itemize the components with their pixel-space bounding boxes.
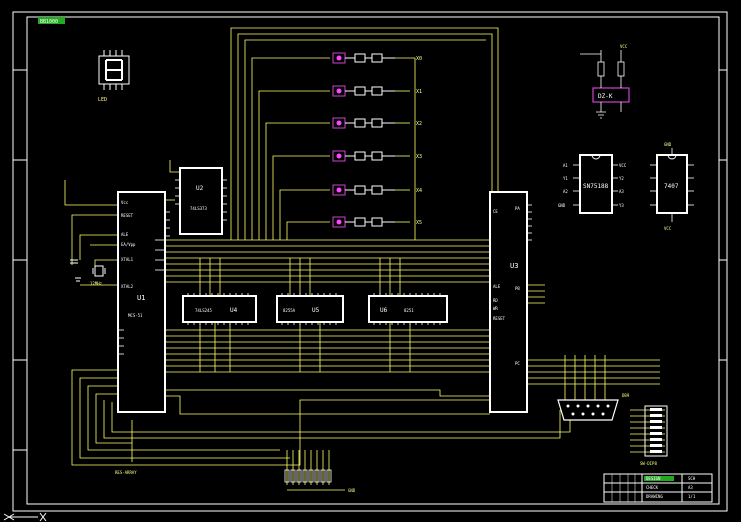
chip-u2: U2 74LS373 [175,167,227,235]
u2-part: 74LS373 [190,206,207,211]
led-row [332,216,395,228]
sn75-pin: Y3 [619,203,624,208]
relay-label: DZ-K [598,93,613,100]
sheet-tag: BB1000 [40,19,58,25]
sn75-pin: Y1 [563,176,568,181]
led-label: X5 [416,220,422,226]
u6-part: 8251 [404,308,414,313]
u6-name: U6 [380,307,388,314]
chip-u5: U5 8255A [276,293,344,325]
led-driver-bank: X0 X1 X2 X3 X4 X5 [332,52,422,228]
ic7407-name: 7407 [664,183,679,190]
chip-u4: U4 74LS245 [182,293,257,325]
u3-pin-label: RESET [493,316,506,321]
title-block: DESIGN CHECK DRAWING SCH A3 1/1 [603,473,713,503]
u4-name: U4 [230,307,238,314]
resistor-array: RES-ARRAY GND [115,469,356,493]
led-row [332,184,395,196]
ucs-icon [3,512,47,522]
ic7407-top: GND [664,142,672,147]
u3-pin-label: PA [515,206,520,211]
title-row: DESIGN [646,476,661,481]
seven-segment-display: LED [98,50,130,103]
frame-ticks [13,69,727,451]
led-label: X3 [416,154,422,160]
chip-u1: U1 MCS-51 Vcc RESET ALE EA/Vpp XTAL1 XTA… [117,191,170,413]
seven-seg-label: LED [98,97,107,103]
sn75-pin: A1 [563,163,568,168]
u3-pin-label: ALE [493,284,501,289]
sn75-pin: GND [558,203,566,208]
u2-name: U2 [196,185,204,192]
title-cell: 1/1 [688,494,696,499]
u3-name: U3 [510,262,518,270]
chip-u3: U3 CE PA PB PC ALE RD WR RESET [489,191,532,413]
chip-sn75188: SN75188 A1 Y1 A2 GND VCC Y2 A3 Y3 [558,154,627,214]
u1-pin-label: XTAL2 [121,284,134,289]
sn75-pin: A3 [619,189,624,194]
led-label: X2 [416,121,422,127]
res-array-label: RES-ARRAY [115,470,137,475]
led-row [332,150,395,162]
u1-pin-label: XTAL1 [121,257,134,262]
connector-label: DB9 [622,393,630,398]
u1-part: MCS-51 [128,313,143,318]
u3-pin-label: WR [493,306,498,311]
crystal-oscillator: 12MHz [70,259,106,286]
sn75-pin: Y2 [619,176,624,181]
u1-name: U1 [137,294,145,302]
u3-pin-label: RD [493,298,498,303]
dip-switch: SW-DIP8 [640,405,668,466]
chip-7407: 7407 GND VCC [650,142,694,231]
wire-network [64,27,665,491]
chip-u6: U6 8251 [368,293,448,325]
u5-part: 8255A [283,308,296,313]
u1-pin-label: ALE [121,232,129,237]
u3-pin-label: PC [515,361,520,366]
title-row: DRAWING [646,494,663,499]
vcc-label: VCC [620,44,628,49]
led-row [332,85,395,97]
title-row: CHECK [646,485,659,490]
u3-pin-label: CE [493,209,498,214]
u5-name: U5 [312,307,320,314]
relay: DZ-K VCC [580,44,630,119]
ic7407-bottom: VCC [664,226,672,231]
u4-part: 74LS245 [195,308,212,313]
dip-switch-label: SW-DIP8 [640,461,657,466]
title-cell: SCH [688,476,696,481]
gnd-label: GND [348,488,356,493]
sn75-pin: VCC [619,163,627,168]
u1-pin-label: Vcc [121,200,129,205]
led-label: X1 [416,89,422,95]
led-row [332,117,395,129]
crystal-label: 12MHz [90,281,103,286]
sn75-pin: A2 [563,189,568,194]
led-label: X4 [416,188,422,194]
led-row [332,52,395,64]
u1-pin-label: RESET [121,213,134,218]
u1-pin-label: EA/Vpp [121,242,136,247]
title-cell: A3 [688,485,693,490]
sheet-outer-frame [12,11,728,512]
sheet-tag-box [38,17,65,24]
sn75-name: SN75188 [583,183,609,190]
db9-connector: DB9 [557,393,630,421]
u3-pin-label: PB [515,286,520,291]
led-label: X0 [416,56,422,62]
